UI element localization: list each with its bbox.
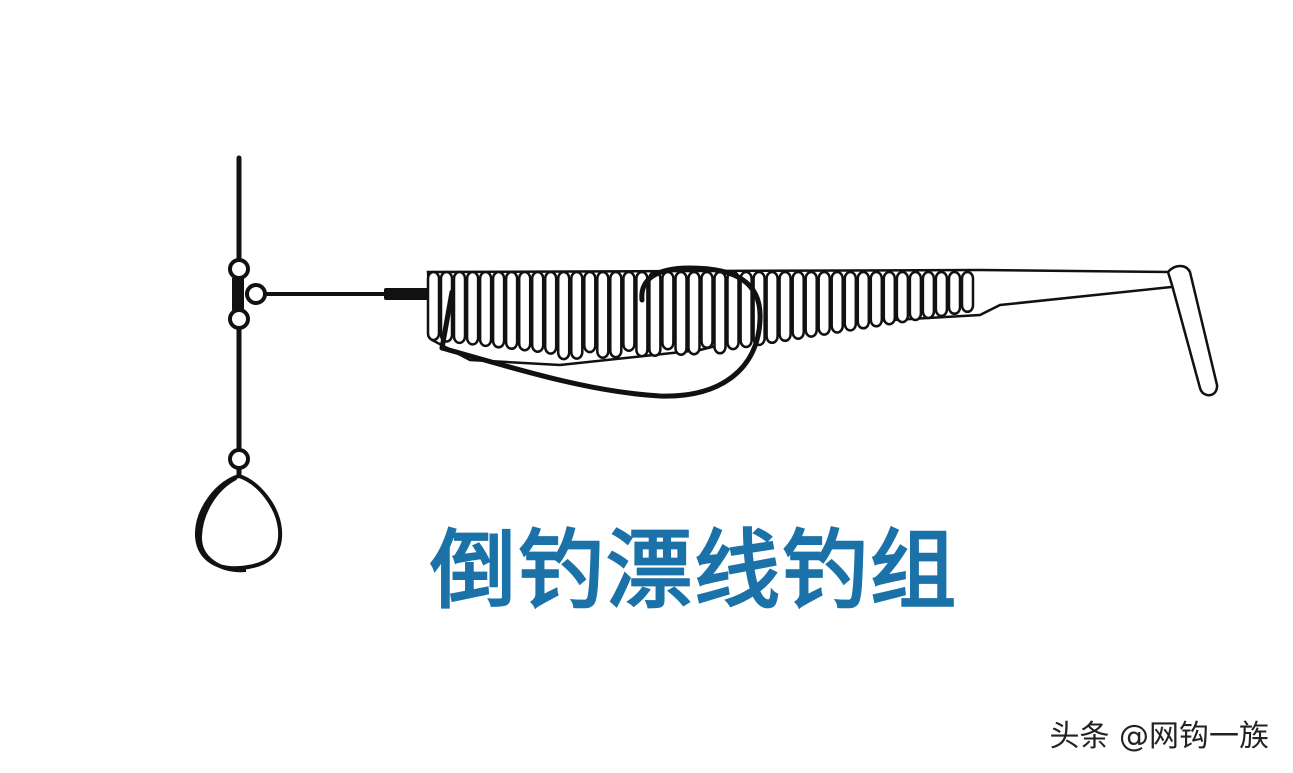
lure-rib	[570, 270, 584, 360]
lure-rib	[543, 270, 558, 355]
bead-top	[228, 258, 250, 280]
lure-rib	[882, 270, 897, 326]
hook	[439, 265, 763, 399]
lure-rib	[778, 270, 792, 343]
lure-rib	[452, 270, 467, 345]
lure-rib	[700, 270, 714, 350]
lure-rib	[517, 270, 532, 352]
lure-rib	[791, 270, 805, 340]
lure-rib	[713, 270, 727, 355]
lure-rib	[687, 270, 701, 356]
lure-rib	[908, 270, 923, 322]
sinker-ring	[228, 448, 250, 470]
lure-rib	[921, 270, 936, 320]
lure-rib	[596, 270, 610, 359]
lure-rib	[843, 270, 858, 332]
lure-rib	[765, 270, 779, 345]
lure-rib	[895, 270, 910, 324]
lure-rib	[609, 270, 623, 359]
lure-ribs	[426, 270, 975, 361]
swivel	[232, 278, 244, 310]
lure-rib	[478, 270, 493, 348]
bead-bottom	[228, 308, 250, 330]
sinker-weight	[194, 474, 283, 573]
lure-rib	[661, 270, 675, 351]
lure-rib	[530, 270, 545, 353]
lure-rib	[817, 270, 831, 336]
lure-rib	[635, 270, 649, 358]
lure-rib	[583, 270, 597, 354]
lure-rib	[426, 270, 441, 342]
lure-rib	[960, 270, 975, 314]
lure-rib	[465, 270, 480, 346]
lure-rib	[739, 270, 753, 349]
watermark: 头条 @网钩一族	[1049, 719, 1269, 754]
lure-rib	[726, 270, 740, 351]
lure-rib	[947, 270, 962, 316]
lure-rib	[804, 270, 818, 338]
lure-rib	[556, 270, 571, 361]
lure-tail	[1166, 264, 1219, 397]
bead-side	[245, 283, 267, 305]
lure-rib	[869, 270, 884, 328]
lure-rib	[491, 270, 506, 349]
lure-rib	[674, 270, 688, 356]
lure-rib	[934, 270, 949, 318]
lure-rib	[830, 270, 844, 334]
lure-rib	[648, 270, 662, 357]
lure-rib	[504, 270, 519, 351]
soft-lure	[426, 264, 1219, 397]
diagram-title: 倒钓漂线钓组	[430, 521, 958, 621]
lure-rib	[622, 270, 636, 352]
lure-rib	[856, 270, 871, 330]
